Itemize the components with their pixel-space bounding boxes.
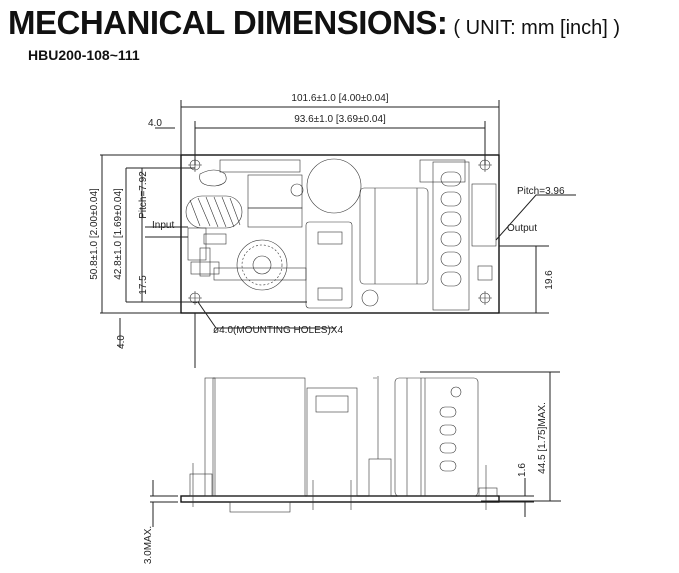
- output-offset-label: 19.6: [544, 270, 555, 290]
- output-pitch-label: Pitch=3.96: [517, 186, 565, 197]
- pcb-thickness-label: 1.6: [517, 463, 528, 477]
- side-view: 44.5 [1.75]MAX. 1.6 3.0MAX.: [143, 371, 561, 564]
- dimension-lines: [100, 100, 576, 368]
- side-components: [189, 376, 498, 513]
- pcb-side: [180, 495, 500, 503]
- side-dimension-lines: [150, 371, 561, 527]
- mounting-holes-label: ø4.0(MOUNTING HOLES)X4: [213, 325, 343, 336]
- pin-protrusion-label: 3.0MAX.: [143, 526, 154, 564]
- title-text: MECHANICAL DIMENSIONS:: [8, 4, 448, 41]
- pcb-outline: [180, 154, 500, 314]
- hole-offset-bottom-label: 4.0: [116, 335, 127, 349]
- input-label: Input: [152, 220, 174, 231]
- model-number: HBU200-108~111: [28, 47, 140, 63]
- input-pitch-label: Pitch=7.92: [138, 171, 149, 219]
- page-title: MECHANICAL DIMENSIONS:( UNIT: mm [inch] …: [8, 4, 620, 42]
- hole-spacing-width-label: 93.6±1.0 [3.69±0.04]: [294, 114, 386, 125]
- unit-text: ( UNIT: mm [inch] ): [453, 17, 621, 39]
- overall-width-label: 101.6±1.0 [4.00±0.04]: [291, 93, 388, 104]
- overall-height-label: 50.8±1.0 [2.00±0.04]: [89, 188, 100, 280]
- max-height-label: 44.5 [1.75]MAX.: [537, 402, 548, 474]
- top-view: 101.6±1.0 [4.00±0.04] 93.6±1.0 [3.69±0.0…: [89, 93, 576, 368]
- hole-offset-left-label: 4.0: [148, 118, 162, 129]
- input-offset-label: 17.5: [138, 275, 149, 295]
- components: [185, 158, 497, 311]
- hole-spacing-height-label: 42.8±1.0 [1.69±0.04]: [113, 188, 124, 280]
- output-label: Output: [507, 223, 537, 234]
